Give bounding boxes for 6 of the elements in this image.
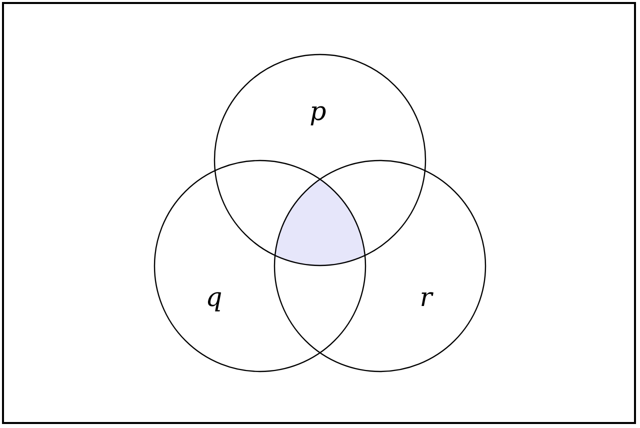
set-circle [274,160,486,372]
set-circle [214,54,426,266]
set-label: r [420,285,432,311]
set-label: p [310,99,326,125]
set-circle [154,160,366,372]
set-label: q [206,285,222,311]
